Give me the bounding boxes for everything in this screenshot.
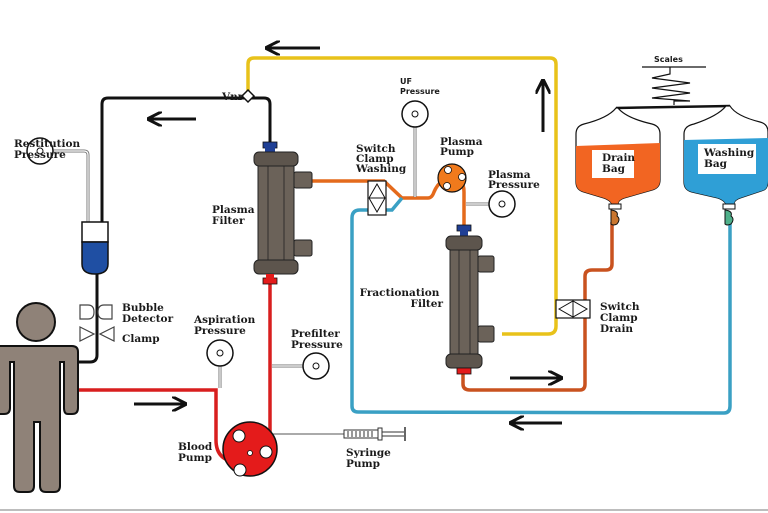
bubble-detector-icon (79, 304, 113, 320)
plasma-pump-label: Plasma Pump (440, 136, 486, 158)
washing-bag-label: Washing Bag (703, 147, 758, 170)
restitution-pressure-gauge (26, 137, 54, 165)
plasma-filter-icon (253, 141, 313, 285)
fractionation-filter-icon (445, 224, 495, 375)
plasma-pressure-label: Plasma Pressure (488, 169, 540, 191)
drip-chamber (81, 221, 109, 275)
clamp-icon (79, 326, 115, 342)
waste-line-yellow (246, 56, 558, 336)
bubble-detector-label: Bubble Detector (122, 302, 174, 325)
return-line-to-patient (76, 272, 99, 364)
switch-clamp-drain-label: Switch Clamp Drain (600, 301, 643, 335)
blood-pump-icon (222, 421, 278, 477)
scales-icon (615, 66, 731, 110)
vnr-valve-icon (240, 88, 256, 104)
page-bottom-rule (0, 509, 768, 511)
syringe-pump-label: Syringe Pump (346, 447, 395, 470)
clamp-label: Clamp (122, 333, 160, 345)
restitution-pressure-label: Restitution Pressure (14, 138, 84, 161)
patient-figure (0, 302, 79, 493)
uf-pressure-gauge (401, 100, 429, 128)
scales-label: Scales (654, 55, 683, 64)
blood-pump-label: Blood Pump (178, 441, 216, 464)
aspiration-pressure-label: Aspiration Pressure (193, 314, 259, 337)
uf-pressure-label: UF Pressure (400, 77, 440, 96)
switch-clamp-drain-icon (555, 299, 591, 319)
drain-bag-icon (575, 107, 661, 226)
prefilter-pressure-label: Prefilter Pressure (291, 328, 343, 351)
drain-bag-label: Drain Bag (602, 152, 639, 175)
fractionation-filter-label: Fractionation Filter (360, 287, 444, 310)
drain-line (461, 222, 614, 392)
plasma-filter-label: Plasma Filter (212, 204, 258, 227)
switch-clamp-washing-label: Switch Clamp Washing (355, 143, 407, 175)
vnr-label: Vnr (221, 91, 244, 103)
washing-bag-icon (683, 105, 768, 226)
washing-line-blue (350, 196, 732, 415)
syringe-pump-icon (343, 427, 406, 441)
switch-clamp-washing-icon (367, 180, 387, 216)
return-line-black (100, 96, 272, 222)
plasma-pump-icon (437, 163, 467, 193)
plasma-pressure-gauge (488, 190, 516, 218)
prefilter-pressure-gauge (302, 352, 330, 380)
aspiration-pressure-gauge (206, 339, 234, 367)
